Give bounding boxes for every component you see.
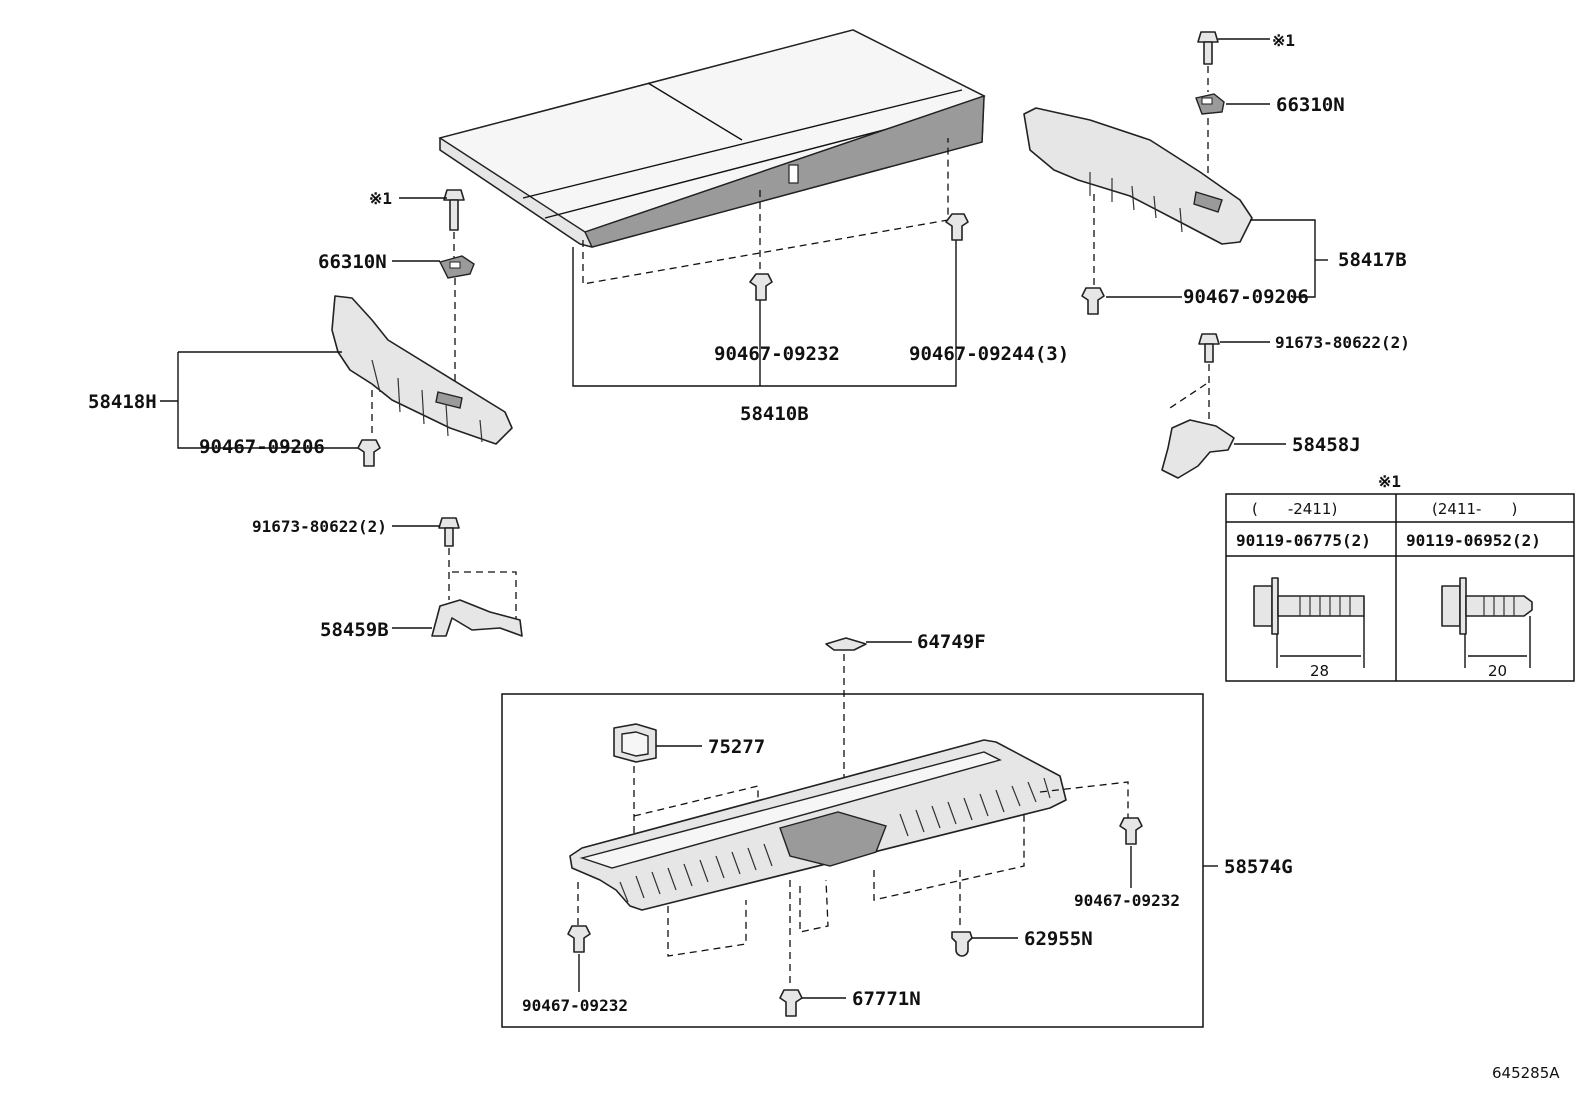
clip-icon [1119, 817, 1143, 845]
grommet-62955N [951, 931, 973, 957]
callout-67771N: 67771N [852, 988, 921, 1010]
bolt-length-20: 20 [1488, 662, 1507, 680]
flange-bolt-icon [1253, 577, 1365, 635]
bracket-58459B[interactable] [431, 599, 523, 637]
callout-66310N: 66310N [318, 251, 387, 273]
callout-66310N-right: 66310N [1276, 94, 1345, 116]
callout-90467-09232-left: 90467-09232 [522, 996, 628, 1015]
callout-64749F: 64749F [917, 631, 986, 653]
table-part-col1: 90119-06775(2) [1236, 531, 1371, 550]
side-trim-58417B[interactable] [1023, 107, 1253, 245]
clip-icon [749, 273, 773, 301]
callout-58418H: 58418H [88, 391, 157, 413]
table-range-col2: (2411- ) [1432, 500, 1517, 518]
table-part-col2: 90119-06952(2) [1406, 531, 1541, 550]
scuff-plate-58574G[interactable] [569, 739, 1067, 911]
callout-75277: 75277 [708, 736, 765, 758]
callout-ref1-right: ※1 [1272, 31, 1295, 50]
assembly-box-58574G [501, 693, 1204, 1028]
callout-58417B: 58417B [1338, 249, 1407, 271]
bolt-spec-table: ( -2411) (2411- ) 90119-06775(2) 90119-0… [1225, 493, 1575, 682]
nut-clip-66310N-right [1195, 93, 1225, 115]
callout-91673-80622-2-right: 91673-80622(2) [1275, 333, 1410, 352]
deck-board-58410B[interactable] [438, 29, 986, 248]
callout-58458J: 58458J [1292, 434, 1361, 456]
callout-58410B: 58410B [740, 403, 809, 425]
cover-75277 [613, 723, 657, 763]
callout-58574G: 58574G [1224, 856, 1293, 878]
bolt-icon [438, 517, 460, 547]
callout-91673-80622-2: 91673-80622(2) [252, 517, 387, 536]
clip-64749F [825, 637, 867, 651]
side-trim-58418H[interactable] [331, 295, 513, 445]
callout-58459B: 58459B [320, 619, 389, 641]
clip-icon [567, 925, 591, 953]
callout-90467-09244-3: 90467-09244(3) [909, 343, 1069, 365]
callout-ref1: ※1 [369, 189, 392, 208]
bolt-icon [1198, 333, 1220, 363]
clip-icon [945, 213, 969, 241]
flange-bolt-icon [1441, 577, 1533, 635]
clip-icon [1081, 287, 1105, 315]
bolt-icon [1197, 31, 1219, 65]
table-range-col1: ( -2411) [1252, 500, 1337, 518]
bolt-length-28: 28 [1310, 662, 1329, 680]
callout-90467-09232-right: 90467-09232 [1074, 891, 1180, 910]
callout-90467-09206-right: 90467-09206 [1183, 286, 1309, 308]
diagram-id: 645285A [1492, 1064, 1560, 1082]
callout-90467-09232: 90467-09232 [714, 343, 840, 365]
callout-62955N: 62955N [1024, 928, 1093, 950]
table-ref-mark: ※1 [1378, 472, 1401, 491]
clip-icon [357, 439, 381, 467]
nut-clip-66310N-left [438, 255, 475, 279]
callout-90467-09206: 90467-09206 [199, 436, 325, 458]
bracket-58458J[interactable] [1161, 419, 1235, 479]
bolt-icon [443, 189, 465, 231]
clip-67771N [779, 989, 803, 1017]
